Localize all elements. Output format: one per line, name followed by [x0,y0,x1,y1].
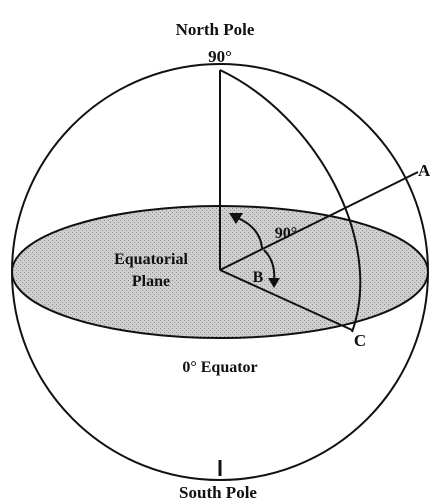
point-b-label: B [253,269,264,286]
plane-label-line2: Plane [132,273,170,290]
sphere-outline [11,63,429,481]
north-pole-label: North Pole [176,20,255,39]
south-pole-label: South Pole [179,483,257,502]
plane-label-line1: Equatorial [114,251,188,268]
north-angle-label: 90° [208,47,232,66]
angle-90-label: 90° [275,225,297,242]
point-c-label: C [354,331,366,350]
line-to-a [219,171,419,271]
equator-label: 0° Equator [182,359,257,376]
angle-arc-90-arrowhead [229,213,243,224]
meridian-arc [219,69,362,333]
angle-b-arrowhead [268,278,280,288]
line-to-c [219,269,353,331]
point-a-label: A [418,161,430,180]
angle-arc-90 [237,217,263,249]
